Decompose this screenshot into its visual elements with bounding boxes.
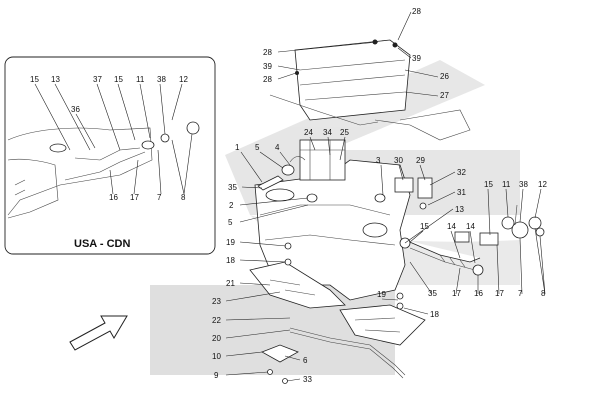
callout-label: 26: [440, 72, 449, 81]
callout-label: 19: [226, 238, 235, 247]
callout-label: 15: [484, 180, 493, 189]
callout-label: 18: [226, 256, 235, 265]
callout-label: 17: [495, 289, 504, 298]
main-fuel-tank-drawing: [249, 39, 545, 384]
callout-label: 2: [229, 201, 234, 210]
callout-label: 15: [114, 75, 123, 84]
callout-label: 29: [416, 156, 425, 165]
callout-label: 31: [457, 188, 466, 197]
callout-label: 12: [538, 180, 547, 189]
callout-label: 28: [263, 75, 272, 84]
callout-label: 28: [263, 48, 272, 57]
callout-label: 14: [466, 222, 475, 231]
inset-callouts: 15 13 37 15 11 38 12 36 16 17 7 8: [30, 75, 193, 202]
callout-label: 38: [519, 180, 528, 189]
callout-label: 35: [228, 183, 237, 192]
callout-label: 37: [93, 75, 102, 84]
callout-label: 34: [323, 128, 332, 137]
callout-label: 6: [303, 356, 308, 365]
callout-label: 9: [214, 371, 219, 380]
inset-caption: USA - CDN: [74, 238, 130, 250]
callout-label: 11: [502, 180, 511, 189]
callout-label: 13: [51, 75, 60, 84]
callout-label: 15: [420, 222, 429, 231]
callout-label: 8: [541, 289, 546, 298]
callout-label: 1: [235, 143, 240, 152]
callout-label: 28: [412, 7, 421, 16]
callout-label: 7: [157, 193, 162, 202]
callout-label: 17: [130, 193, 139, 202]
callout-label: 8: [181, 193, 186, 202]
callout-label: 24: [304, 128, 313, 137]
callout-label: 22: [212, 316, 221, 325]
callout-label: 15: [30, 75, 39, 84]
inset-fuel-tank-drawing: [7, 121, 200, 219]
callout-label: 39: [263, 62, 272, 71]
callout-label: 33: [303, 375, 312, 384]
callout-label: 32: [457, 168, 466, 177]
callout-label: 27: [440, 91, 449, 100]
callout-label: 25: [340, 128, 349, 137]
callout-label: 36: [71, 105, 80, 114]
callout-label: 19: [377, 290, 386, 299]
direction-arrow: [69, 315, 128, 351]
callout-label: 18: [430, 310, 439, 319]
callout-label: 3: [376, 156, 381, 165]
callout-label: 12: [179, 75, 188, 84]
callout-label: 5: [228, 218, 233, 227]
callout-label: 17: [452, 289, 461, 298]
callout-label: 11: [136, 75, 145, 84]
callout-label: 38: [157, 75, 166, 84]
callout-label: 35: [428, 289, 437, 298]
callout-label: 16: [474, 289, 483, 298]
callout-label: 20: [212, 334, 221, 343]
callout-label: 21: [226, 279, 235, 288]
callout-label: 10: [212, 352, 221, 361]
callout-label: 14: [447, 222, 456, 231]
main-callouts: 28 39 28 28 39 26 27 24 34 25 1 5 4 35 2…: [212, 7, 547, 384]
callout-label: 23: [212, 297, 221, 306]
callout-label: 5: [255, 143, 260, 152]
callout-label: 30: [394, 156, 403, 165]
callout-label: 13: [455, 205, 464, 214]
callout-label: 7: [518, 289, 523, 298]
callout-label: 16: [109, 193, 118, 202]
callout-label: 4: [275, 143, 280, 152]
callout-label: 39: [412, 54, 421, 63]
